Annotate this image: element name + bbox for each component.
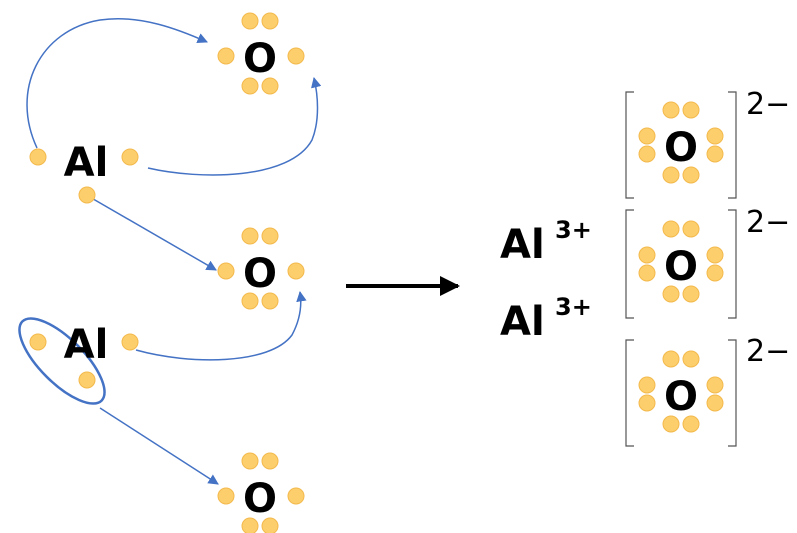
o-atom-1-electron <box>241 77 259 95</box>
o-ion-1-bracket <box>625 91 737 199</box>
o-ion-1-electron <box>706 145 724 163</box>
al-atom-2-electron <box>121 333 139 351</box>
o-atom-3-electron <box>217 487 235 505</box>
o-atom-2-electron <box>261 292 279 310</box>
highlight-ellipse <box>18 317 106 405</box>
al-ion-1-symbol: Al <box>500 222 545 268</box>
o-atom-1-electron <box>217 47 235 65</box>
o-ion-1-electron <box>662 166 680 184</box>
o-atom-2-electron <box>241 292 259 310</box>
o-atom-2-symbol: O <box>243 251 277 297</box>
o-atom-3-symbol: O <box>243 476 277 522</box>
o-ion-2-symbol: O <box>664 244 698 290</box>
o-ion-1-charge: 2− <box>746 87 790 122</box>
o-ion-1-electron <box>638 145 656 163</box>
o-ion-3-electron <box>638 394 656 412</box>
al-atom-2-symbol: Al <box>64 322 109 368</box>
o-ion-2-electron <box>638 264 656 282</box>
o-ion-2-electron <box>682 285 700 303</box>
o-ion-3-electron <box>662 415 680 433</box>
o-atom-1-electron <box>287 47 305 65</box>
o-ion-3-electron <box>682 415 700 433</box>
o-atom-1-electron <box>261 12 279 30</box>
al-atom-2-electron <box>29 333 47 351</box>
o-ion-2-electron <box>662 285 680 303</box>
transfer-arrow-5 <box>99 407 219 485</box>
o-atom-1-electron <box>261 77 279 95</box>
transfer-arrow-4 <box>135 290 307 361</box>
o-ion-1-electron <box>682 101 700 119</box>
o-atom-3-electron <box>241 517 259 533</box>
o-atom-1-symbol: O <box>243 36 277 82</box>
o-ion-1-electron <box>682 166 700 184</box>
o-ion-1-symbol: O <box>664 125 698 171</box>
o-ion-2-charge: 2− <box>746 205 790 240</box>
o-ion-2-electron <box>706 246 724 264</box>
o-atom-3-electron <box>241 452 259 470</box>
o-ion-3-electron <box>638 376 656 394</box>
al-atom-2-electron <box>78 371 96 389</box>
o-ion-3-symbol: O <box>664 374 698 420</box>
o-atom-1-electron <box>241 12 259 30</box>
al-ion-2-charge: 3+ <box>555 293 592 321</box>
o-ion-2-bracket <box>625 209 737 319</box>
o-ion-3-electron <box>662 350 680 368</box>
o-atom-3-electron <box>261 452 279 470</box>
o-ion-3-electron <box>706 394 724 412</box>
o-ion-3-charge: 2− <box>746 334 790 369</box>
electron-dots <box>29 12 724 533</box>
al-atom-1-electron <box>29 148 47 166</box>
o-atom-2-electron <box>241 227 259 245</box>
al-ion-1-charge: 3+ <box>555 216 592 244</box>
o-atom-2-electron <box>217 262 235 280</box>
o-ion-3-electron <box>682 350 700 368</box>
al-ion-2-symbol: Al <box>500 299 545 345</box>
o-ion-1-electron <box>706 127 724 145</box>
o-ion-3-electron <box>706 376 724 394</box>
al-atom-1-electron <box>121 148 139 166</box>
o-atom-3-electron <box>261 517 279 533</box>
o-atom-2-electron <box>261 227 279 245</box>
o-ion-3-bracket <box>625 339 737 447</box>
o-ion-2-electron <box>706 264 724 282</box>
o-atom-2-electron <box>287 262 305 280</box>
al-atom-1-electron <box>78 186 96 204</box>
o-ion-2-electron <box>682 220 700 238</box>
o-ion-1-electron <box>662 101 680 119</box>
transfer-arrow-2 <box>147 76 322 176</box>
o-ion-2-electron <box>662 220 680 238</box>
o-ion-2-electron <box>638 246 656 264</box>
transfer-arrow-1 <box>26 18 208 149</box>
ion-brackets <box>625 91 737 447</box>
al-atom-1-symbol: Al <box>64 140 109 186</box>
transfer-arrow-3 <box>87 195 217 271</box>
o-atom-3-electron <box>287 487 305 505</box>
o-ion-1-electron <box>638 127 656 145</box>
